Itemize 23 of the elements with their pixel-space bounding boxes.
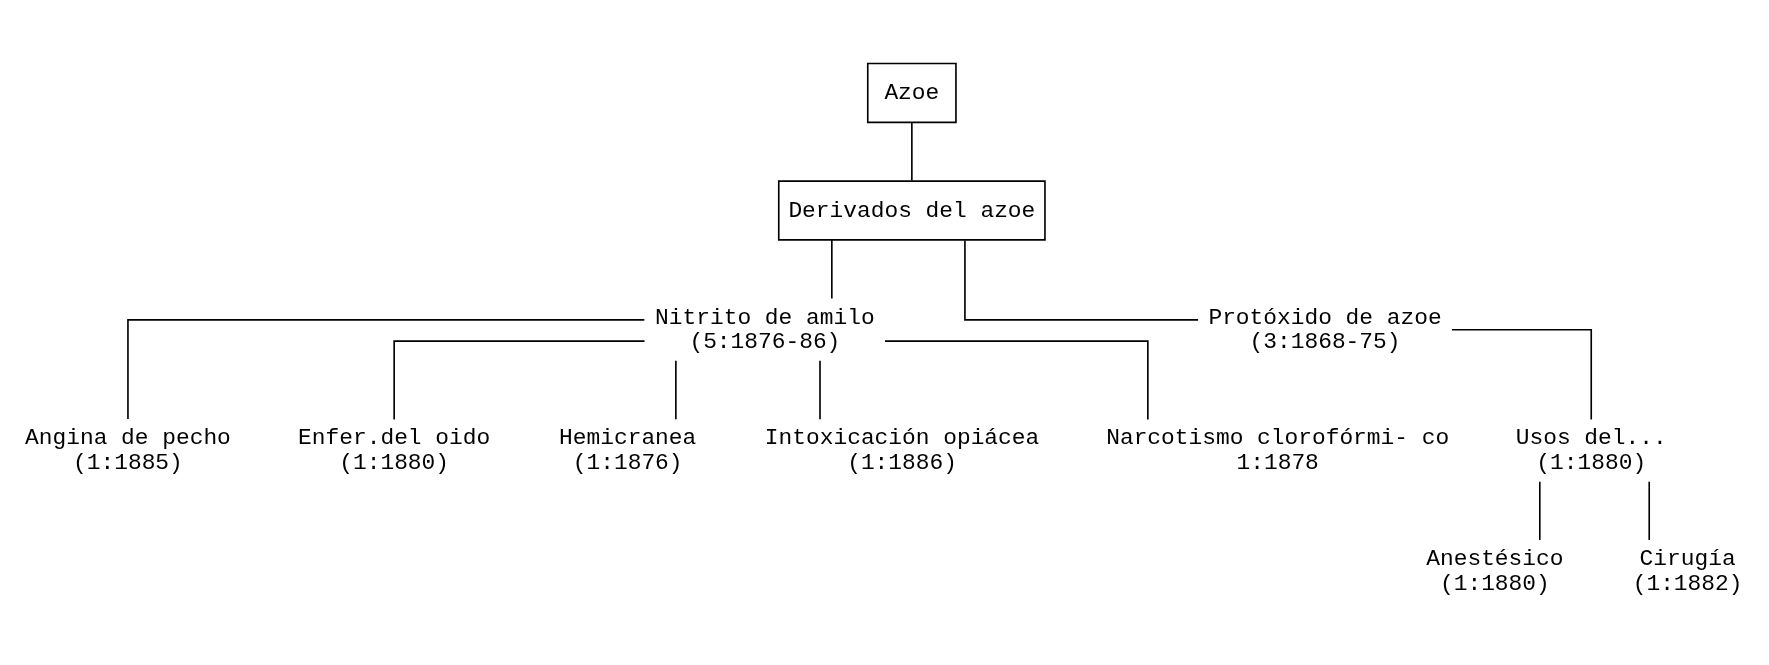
node-text: Cirugía (1:1882) [1632,545,1743,597]
connector [675,359,677,420]
node-box: Derivados del azoe [777,179,1046,241]
connector [884,339,1149,420]
connector [911,121,913,181]
node-text: Intoxicación opiácea (1:1886) [764,424,1040,476]
connector [964,239,1199,321]
connector [1451,328,1593,420]
node-text: Hemicranea (1:1876) [559,424,697,476]
connector [831,238,833,299]
node-text: Protóxido de azoe (3:1868-75) [1208,304,1442,355]
connector [1648,480,1651,541]
node-box: Azoe [866,62,957,123]
node-text: Enfer.del oido (1:1880) [298,424,491,476]
node-text: Angina de pecho (1:1885) [25,424,231,476]
connector [127,318,646,420]
node-text: Narcotismo clorofórmi- co 1:1878 [1106,424,1450,476]
node-text: Nitrito de amilo (5:1876-86) [655,304,875,355]
node-text: Anestésico (1:1880) [1426,545,1564,597]
node-text: Usos del... (1:1880) [1515,424,1667,476]
connector [819,359,821,420]
connector [1539,480,1541,541]
connector [393,339,646,420]
